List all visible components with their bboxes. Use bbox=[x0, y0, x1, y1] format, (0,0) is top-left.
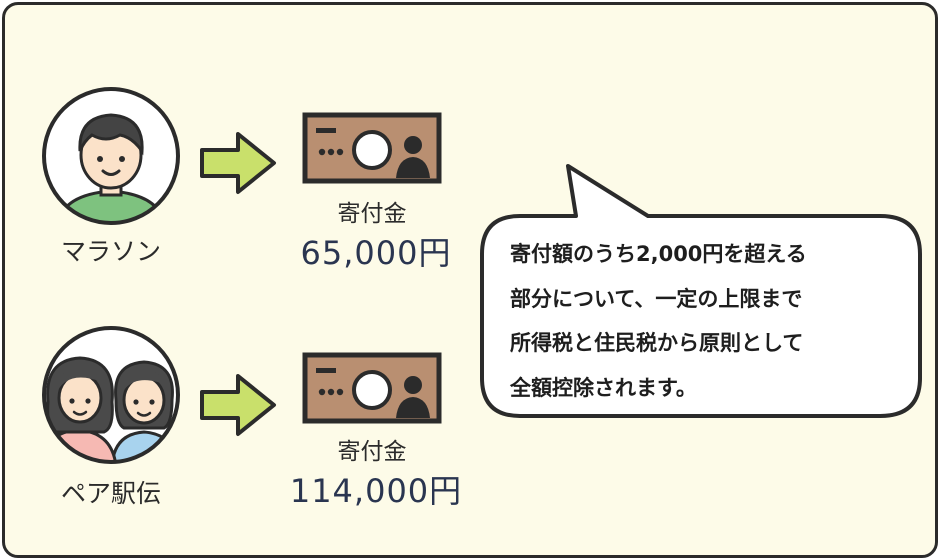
women-pair-avatar-icon bbox=[42, 326, 180, 464]
deduction-note-line: 寄付額のうち2,000円を超える bbox=[510, 242, 807, 266]
banknote-icon bbox=[302, 352, 442, 424]
deduction-note-line: 部分について、一定の上限まで bbox=[510, 286, 803, 311]
right-arrow-icon bbox=[200, 374, 276, 436]
donation-amount-2: 114,000円 bbox=[289, 472, 463, 510]
deduction-note-line: 所得税と住民税から原則として bbox=[510, 331, 804, 355]
person-label-pair-ekiden: ペア駅伝 bbox=[60, 479, 161, 508]
donation-label-1: 寄付金 bbox=[337, 201, 407, 227]
person-label-marathon: マラソン bbox=[60, 237, 161, 266]
man-avatar-icon bbox=[42, 87, 180, 225]
donation-label-2: 寄付金 bbox=[337, 439, 407, 465]
right-arrow-icon bbox=[200, 132, 276, 194]
deduction-note: 寄付額のうち2,000円を超える 部分について、一定の上限まで 所得税と住民税か… bbox=[510, 232, 910, 410]
deduction-note-line: 全額控除されます。 bbox=[510, 375, 697, 400]
donation-amount-1: 65,000円 bbox=[300, 234, 452, 272]
speech-bubble bbox=[480, 164, 922, 418]
banknote-icon bbox=[302, 112, 442, 184]
